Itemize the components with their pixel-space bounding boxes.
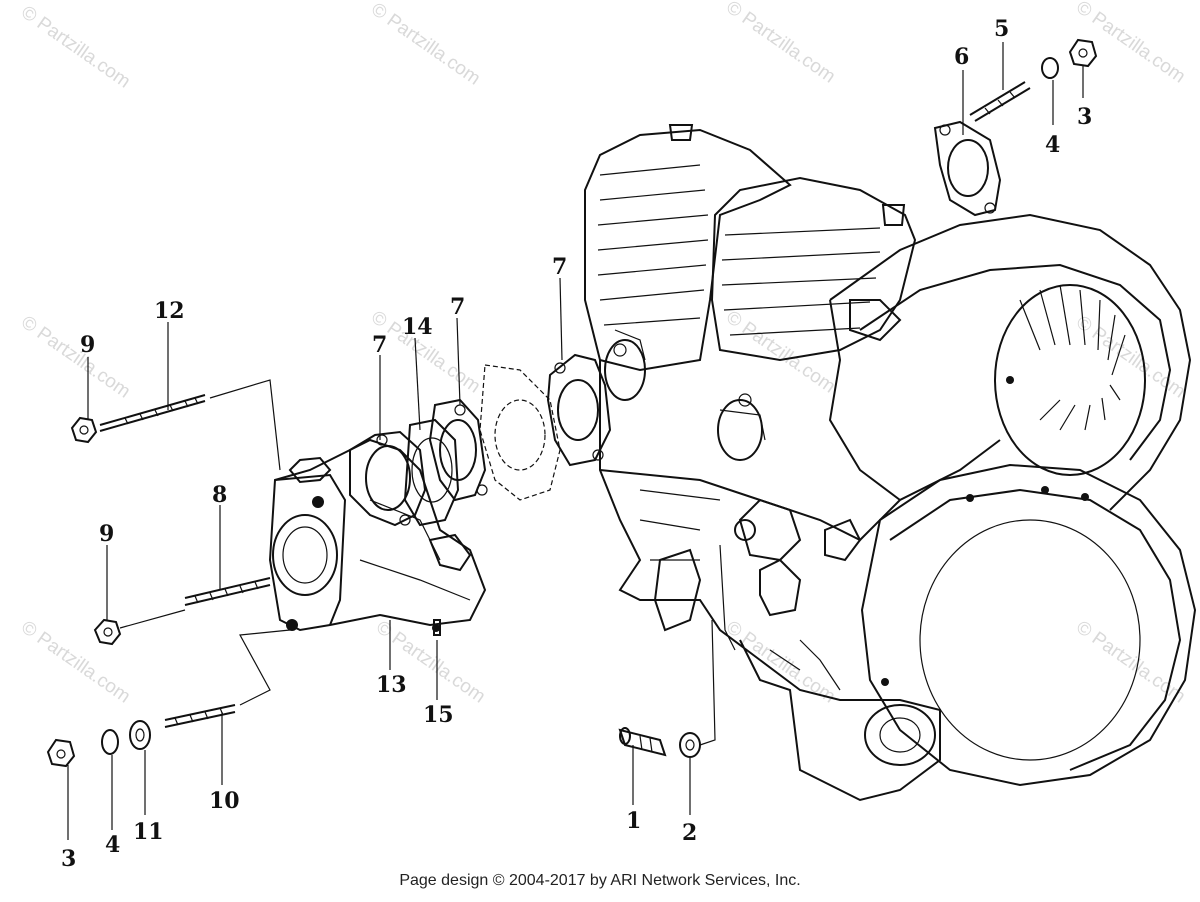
watermark: © Partzilla.com: [17, 2, 134, 93]
callout-8: 8: [212, 482, 227, 508]
watermark: © Partzilla.com: [17, 312, 134, 403]
engine-drawing: [584, 124, 1197, 802]
callout-7: 7: [372, 332, 387, 358]
callout-7: 7: [552, 254, 567, 280]
watermark: © Partzilla.com: [17, 617, 134, 708]
watermark: © Partzilla.com: [722, 0, 839, 88]
callout-numbers: 5 6 4 3 12 9 7 14 7 7 8 9 13 15 10 11 4 …: [61, 16, 1092, 872]
callout-10: 10: [209, 788, 240, 814]
callout-4: 4: [1045, 132, 1060, 158]
callout-11: 11: [133, 819, 164, 845]
callout-12: 12: [154, 298, 185, 324]
leader-lines: [67, 42, 1084, 840]
callout-6: 6: [954, 44, 969, 70]
gaskets: [349, 120, 1002, 527]
callout-13: 13: [376, 672, 407, 698]
callout-2: 2: [682, 820, 697, 846]
callout-3: 3: [1077, 104, 1092, 130]
callout-9: 9: [80, 332, 95, 358]
callout-15: 15: [423, 702, 454, 728]
callout-3: 3: [61, 846, 76, 872]
watermark: © Partzilla.com: [1072, 617, 1189, 708]
watermarks: © Partzilla.com © Partzilla.com © Partzi…: [17, 0, 1189, 708]
exhaust-manifold: [268, 438, 487, 632]
callout-5: 5: [994, 16, 1009, 42]
copyright-footer: Page design © 2004-2017 by ARI Network S…: [399, 872, 801, 889]
callout-14: 14: [402, 314, 433, 340]
watermark: © Partzilla.com: [367, 0, 484, 90]
hardware: [46, 38, 1098, 768]
callout-7: 7: [450, 294, 465, 320]
callout-4: 4: [105, 832, 120, 858]
callout-9: 9: [99, 521, 114, 547]
callout-1: 1: [626, 808, 641, 834]
watermark: © Partzilla.com: [1072, 0, 1189, 88]
